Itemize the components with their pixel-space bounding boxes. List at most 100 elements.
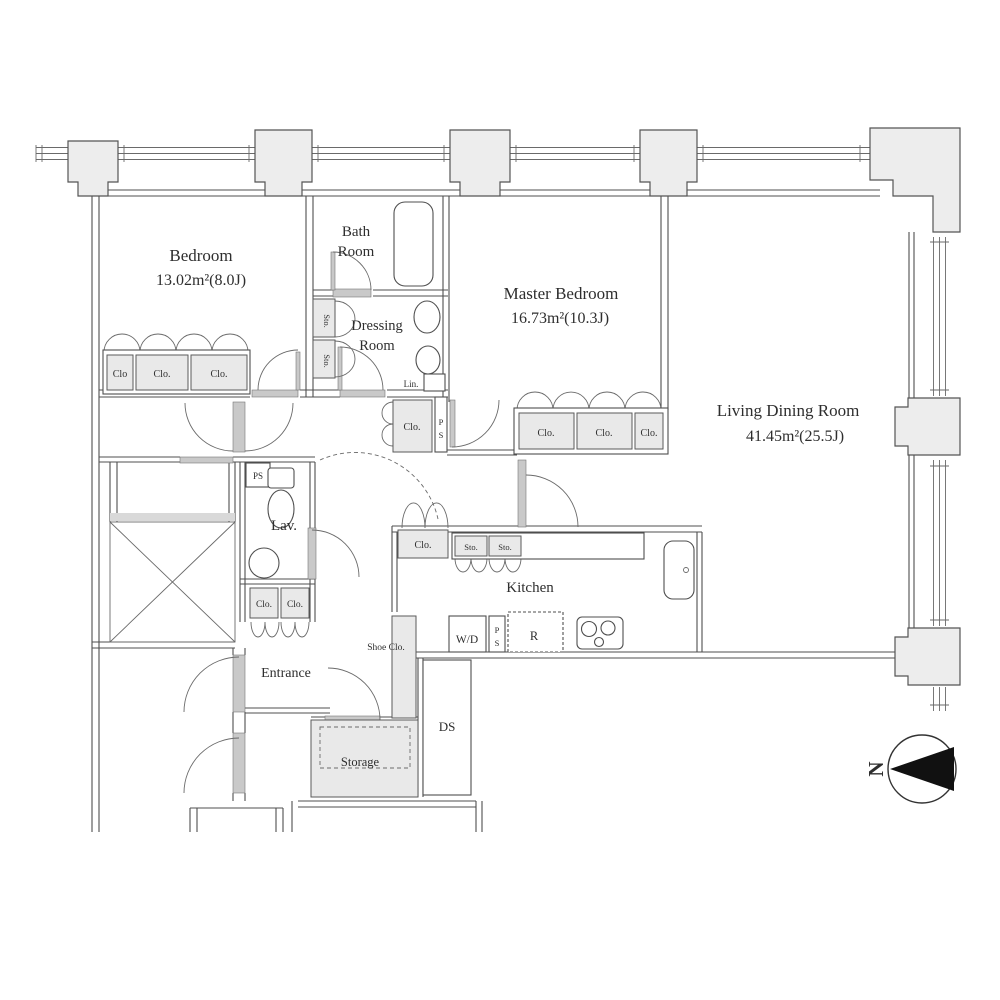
bedroom-door-leaf (295, 351, 301, 391)
bath-room-name-1: Bath (342, 224, 371, 240)
refrigerator-box (507, 611, 564, 653)
entrance-name: Entrance (261, 666, 311, 681)
refrigerator-label: R (530, 629, 539, 643)
dressing-room-name-1: Dressing (351, 318, 403, 334)
dressing-room-name-2: Room (359, 338, 395, 354)
pillar-7 (894, 627, 961, 686)
dressing-sto-label-2: Sto. (322, 354, 332, 367)
hall-pipe-space (434, 396, 448, 453)
pillar-4 (639, 129, 698, 197)
bedroom-clo-label-1: Clo (113, 369, 127, 380)
kitchen-ps-p: P (495, 625, 500, 635)
master-clo-label-1: Clo. (538, 428, 555, 439)
hall-clo-label: Clo. (404, 422, 421, 433)
duct-space-label: DS (439, 719, 456, 734)
north-needle-icon (890, 747, 954, 791)
master-clo-label-3: Clo. (641, 428, 658, 439)
kitchen-sink-icon (663, 540, 695, 600)
lav-basin-icon (248, 547, 280, 579)
bedroom-area: 13.02m²(8.0J) (156, 272, 246, 289)
lavatory-name: Lav. (271, 518, 297, 534)
closet-bifold-arcs (103, 300, 662, 638)
kitchen-hall-closet (397, 529, 449, 559)
toilet-tank-icon (267, 467, 295, 489)
north-label: N (864, 761, 888, 776)
shaft-x-box (109, 521, 236, 643)
kitchen-sto-1 (454, 535, 488, 557)
lav-clo-label-2: Clo. (287, 600, 303, 610)
stove-burner-1 (580, 620, 598, 638)
kitchen-ps-s: S (495, 638, 500, 648)
kitchen-hall-clo-label: Clo. (415, 540, 432, 551)
hall-door-leaf (232, 401, 246, 453)
master-door-leaf (449, 399, 456, 448)
master-bedroom-area: 16.73m²(10.3J) (511, 310, 609, 327)
sink-drain-icon (683, 567, 689, 573)
bath-room-name-2: Room (338, 244, 375, 260)
washer-dryer-box (448, 615, 487, 653)
dressing-sto-1 (312, 298, 336, 338)
bedroom-closet-2 (135, 354, 189, 391)
pillar-3 (449, 129, 511, 197)
stove-burner-3 (593, 636, 605, 648)
pillar-1 (67, 140, 119, 197)
bath-door-leaf (330, 251, 336, 291)
pillars (67, 127, 961, 686)
master-closet-3 (634, 412, 664, 450)
linen-shelf (423, 373, 446, 392)
living-door-leaf (517, 459, 527, 528)
master-closet-2 (576, 412, 633, 450)
windows (35, 145, 949, 711)
door-arcs (183, 251, 579, 794)
dressing-sto-2 (312, 339, 336, 379)
lav-clo-label-1: Clo. (256, 600, 272, 610)
pillar-5 (869, 127, 961, 233)
toilet-bowl-icon (267, 489, 295, 529)
hall-sliding-door-arc (319, 452, 439, 520)
master-closet-1 (518, 412, 575, 450)
lav-door-leaf (307, 527, 317, 580)
pillar-2 (254, 129, 313, 197)
storage-name: Storage (341, 755, 380, 769)
fixtures (248, 201, 695, 650)
lav-closet-1 (249, 587, 279, 619)
dressing-toilet-icon (413, 300, 441, 334)
storage-inner-dashed (319, 726, 411, 769)
lav-closet-2 (280, 587, 310, 619)
hall-ps-p: P (439, 417, 444, 427)
lav-ps-label: PS (253, 471, 263, 481)
master-clo-label-2: Clo. (596, 428, 613, 439)
kitchen-sto-2 (488, 535, 522, 557)
living-dining-name: Living Dining Room (717, 401, 860, 420)
bedroom-clo-label-3: Clo. (211, 369, 228, 380)
entrance-door-leaf (232, 654, 246, 713)
linen-label: Lin. (404, 379, 419, 389)
pillar-6 (894, 397, 961, 456)
duct-space-box (422, 659, 472, 796)
alcove-divider (110, 513, 235, 521)
bath-door-threshold (332, 288, 372, 298)
dressing-door-threshold (339, 389, 386, 398)
living-dining-area: 41.45m²(25.5J) (746, 428, 844, 445)
shoe-closet-box (391, 615, 417, 719)
bedroom-door-threshold (251, 389, 299, 398)
cabinets (102, 298, 669, 798)
master-bedroom-name: Master Bedroom (504, 284, 619, 303)
dressing-door-leaf (337, 346, 343, 391)
service-door-leaf (232, 732, 246, 794)
kitchen-sto-label-2: Sto. (498, 542, 511, 552)
dressing-sto-label-1: Sto. (322, 314, 332, 327)
bathtub-icon (393, 201, 434, 287)
bedroom-clo-label-2: Clo. (154, 369, 171, 380)
x-mark-icon (109, 521, 236, 643)
kitchen-pipe-space (488, 615, 506, 653)
shoe-closet-label: Shoe Clo. (367, 643, 404, 653)
labels: Bedroom 13.02m²(8.0J) Bath Room Dressing… (113, 224, 860, 769)
washer-dryer-label: W/D (456, 634, 478, 646)
kitchen-sto-label-1: Sto. (464, 542, 477, 552)
compass: N (864, 734, 957, 804)
hall-threshold (179, 456, 234, 464)
bedroom-closet-1 (106, 354, 134, 391)
